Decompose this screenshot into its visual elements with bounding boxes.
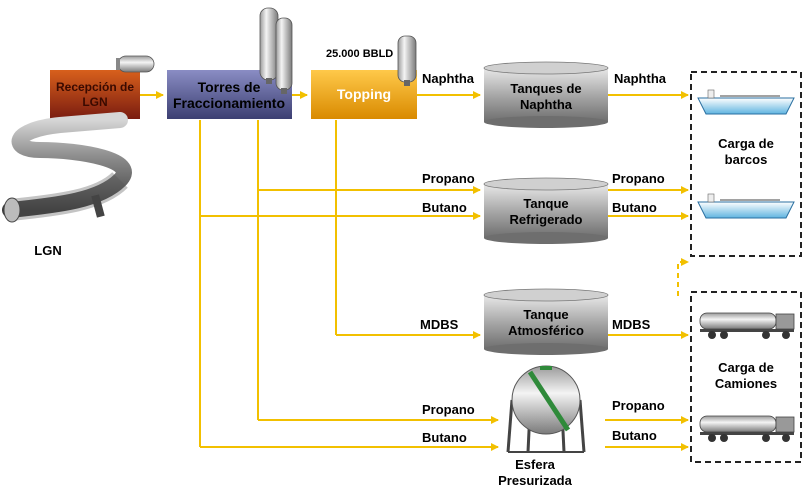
flow-label-mdbs-out: MDBS [612, 317, 651, 332]
pressurized-sphere-icon [506, 365, 586, 453]
pipeline-icon [2, 112, 132, 223]
flow-label-naphtha-out: Naphtha [614, 71, 667, 86]
flow-label-propano-out: Propano [612, 171, 665, 186]
flow-label-propano-sphere-in: Propano [422, 402, 475, 417]
flow-label-propano-sphere-out: Propano [612, 398, 665, 413]
tank-refrigerado-label-2: Refrigerado [510, 212, 583, 227]
tank-naphtha: Tanques de Naphtha [483, 61, 609, 128]
recepcion-label-1: Recepción de [56, 80, 134, 94]
recepcion-box: Recepción de LGN [50, 70, 140, 119]
sphere-label-1: Esfera [515, 457, 556, 472]
destination-barcos: Carga de barcos [690, 71, 802, 257]
tank-refrigerado-label-1: Tanque [523, 196, 568, 211]
barcos-label-1: Carga de [718, 136, 774, 151]
barcos-label-2: barcos [725, 152, 768, 167]
torres-label-2: Fraccionamiento [173, 95, 285, 111]
flow-lines [140, 91, 689, 451]
recepcion-label-2: LGN [82, 95, 107, 109]
flow-label-butano-sphere-out: Butano [612, 428, 657, 443]
tank-atmosferico-label-1: Tanque [523, 307, 568, 322]
ship-icon-2 [697, 193, 795, 219]
ship-icon [697, 89, 795, 115]
torres-box: Torres de Fraccionamiento [167, 70, 292, 119]
tank-naphtha-label-1: Tanques de [510, 81, 581, 96]
truck-icon [699, 312, 795, 339]
flow-label-propano-in: Propano [422, 171, 475, 186]
sphere-label-2: Presurizada [498, 473, 572, 488]
topping-box: Topping [311, 70, 417, 119]
horizontal-vessel-icon [116, 55, 155, 73]
torres-label-1: Torres de [198, 79, 261, 95]
fractionating-columns-icon [259, 7, 293, 94]
flow-label-naphtha-in: Naphtha [422, 71, 475, 86]
capacity-label: 25.000 BBLD [326, 48, 393, 60]
flow-dashed-connector [677, 258, 689, 296]
tank-naphtha-label-2: Naphtha [520, 97, 573, 112]
topping-column-icon [397, 35, 417, 86]
pipeline-label: LGN [34, 243, 61, 258]
flow-label-butano-out: Butano [612, 200, 657, 215]
tank-refrigerado: Tanque Refrigerado [483, 177, 609, 244]
camiones-label-1: Carga de [718, 360, 774, 375]
flow-label-butano-sphere-in: Butano [422, 430, 467, 445]
camiones-label-2: Camiones [715, 376, 777, 391]
destination-camiones: Carga de Camiones [690, 291, 802, 463]
topping-label: Topping [337, 86, 391, 102]
truck-icon-2 [699, 415, 795, 442]
flow-label-mdbs-in: MDBS [420, 317, 459, 332]
tank-atmosferico-label-2: Atmosférico [508, 323, 584, 338]
tank-atmosferico: Tanque Atmosférico [483, 288, 609, 355]
flow-label-butano-in: Butano [422, 200, 467, 215]
